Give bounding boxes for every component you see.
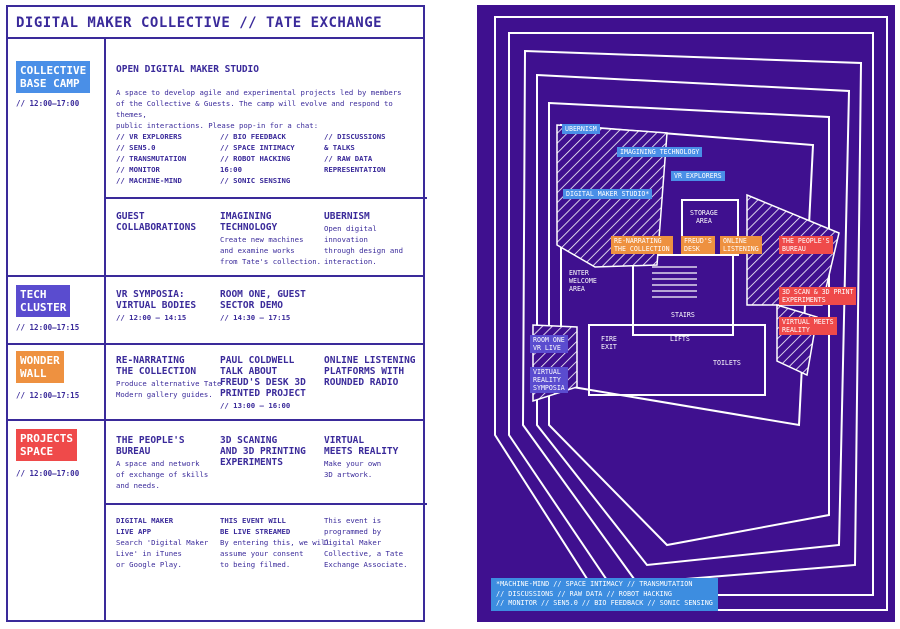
tag-projects-space: PROJECTS SPACE	[16, 429, 77, 461]
app-text: Search 'Digital Maker Live' in iTunes or…	[116, 538, 209, 569]
stream-title: THIS EVENT WILL BE LIVE STREAMED	[220, 516, 291, 536]
imaging-title: IMAGINING TECHNOLOGY	[220, 211, 278, 233]
map-label-renarrating: RE-NARRATING THE COLLECTION	[611, 236, 673, 254]
map-label-ubernism: UBERNISM	[562, 124, 600, 134]
programme-panel: DIGITAL MAKER COLLECTIVE // TATE EXCHANG…	[6, 5, 427, 622]
floor-map: UBERNISM IMAGINING TECHNOLOGY VR EXPLORE…	[477, 5, 895, 622]
ubernism-text: Open digital innovation through design a…	[324, 224, 404, 266]
imaging-text: Create new machines and examine works fr…	[220, 235, 322, 266]
time-collective: // 12:00–17:00	[16, 99, 80, 108]
virtual-text: Make your own 3D artwork.	[324, 459, 382, 479]
map-label-scan: 3D SCAN & 3D PRINT EXPERIMENTS	[779, 287, 857, 305]
page-title: DIGITAL MAKER COLLECTIVE // TATE EXCHANG…	[8, 7, 423, 39]
virtual-title: VIRTUAL MEETS REALITY	[324, 435, 399, 457]
bureau-text: A space and network of exchange of skill…	[116, 459, 209, 490]
renarrating-text: Produce alternative Tate Modern gallery …	[116, 379, 222, 399]
tag-collective-base-camp: COLLECTIVE BASE CAMP	[16, 61, 91, 93]
map-label-studio: DIGITAL MAKER STUDIO*	[563, 189, 653, 199]
coldwell-title: PAUL COLDWELL TALK ABOUT FREUD'S DESK 3D…	[220, 355, 306, 399]
vr-symposia-time: // 12:00 – 14:15	[116, 313, 187, 322]
time-wonder: // 12:00–17:15	[16, 391, 80, 400]
guest-title: GUEST COLLABORATIONS	[116, 211, 197, 233]
room-one-time: // 14:30 – 17:15	[220, 313, 291, 322]
tag-tech-cluster: TECH CLUSTER	[16, 285, 71, 317]
programmed-text: This event is programmed by Digital Make…	[324, 516, 408, 569]
map-lifts: LIFTS	[670, 335, 690, 343]
tag-wonder-wall: WONDER WALL	[16, 351, 64, 383]
online-title: ONLINE LISTENING PLATFORMS WITH ROUNDED …	[324, 355, 416, 388]
studio-title: OPEN DIGITAL MAKER STUDIO	[116, 64, 259, 75]
room-one-title: ROOM ONE, GUEST SECTOR DEMO	[220, 289, 306, 311]
divider	[106, 197, 427, 199]
renarrating-title: RE-NARRATING THE COLLECTION	[116, 355, 197, 377]
map-label-virtual: VIRTUAL MEETS REALITY	[779, 317, 837, 335]
time-projects: // 12:00–17:00	[16, 469, 80, 478]
divider	[106, 503, 427, 505]
map-fire-exit: FIRE EXIT	[601, 335, 617, 351]
divider	[8, 343, 423, 345]
map-label-imaging: IMAGINING TECHNOLOGY	[617, 147, 703, 157]
time-tech: // 12:00–17:15	[16, 323, 80, 332]
map-storage: STORAGE AREA	[690, 209, 718, 225]
map-label-online: ONLINE LISTENING	[720, 236, 762, 254]
coldwell-time: // 13:00 – 16:00	[220, 401, 291, 410]
studio-list-1: // VR EXPLORERS // SEN5.0 // TRANSMUTATI…	[116, 132, 187, 185]
ubernism-title: UBERNISM	[324, 211, 370, 222]
scan-title: 3D SCANING AND 3D PRINTING EXPERIMENTS	[220, 435, 306, 468]
studio-list-3: // DISCUSSIONS & TALKS // RAW DATA REPRE…	[324, 132, 386, 174]
studio-desc: A space to develop agile and experimenta…	[116, 88, 402, 130]
map-footer-note: *MACHINE-MIND // SPACE INTIMACY // TRANS…	[491, 578, 718, 611]
app-title: DIGITAL MAKER LIVE APP	[116, 516, 174, 536]
vr-symposia-title: VR SYMPOSIA: VIRTUAL BODIES	[116, 289, 197, 311]
map-toilets: TOILETS	[713, 359, 741, 367]
map-label-bureau: THE PEOPLE'S BUREAU	[779, 236, 833, 254]
map-enter: ENTER WELCOME AREA	[569, 269, 597, 293]
divider	[8, 275, 423, 277]
divider	[8, 419, 423, 421]
map-label-vr-explorers: VR EXPLORERS	[671, 171, 725, 181]
map-label-freud: FREUD'S DESK	[681, 236, 715, 254]
studio-list-2: // BIO FEEDBACK // SPACE INTIMACY // ROB…	[220, 132, 295, 185]
divider	[104, 39, 106, 622]
stream-text: By entering this, we will assume your co…	[220, 538, 330, 569]
map-label-room-one: ROOM ONE VR LIVE	[530, 335, 568, 353]
bureau-title: THE PEOPLE'S BUREAU	[116, 435, 185, 457]
map-label-symposia: VIRTUAL REALITY SYMPOSIA	[530, 367, 568, 393]
map-stairs: STAIRS	[671, 311, 695, 319]
